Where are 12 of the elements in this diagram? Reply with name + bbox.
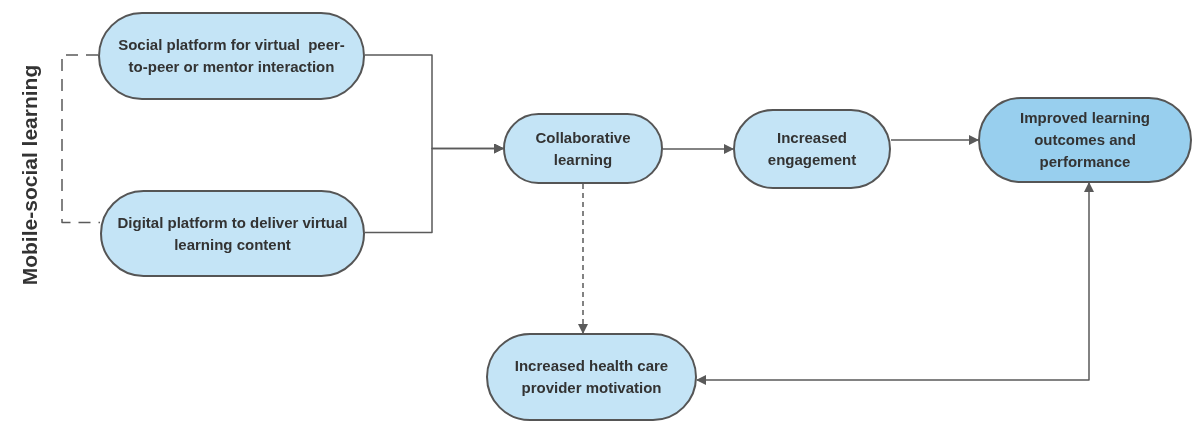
node-text: Increased engagement xyxy=(766,128,858,170)
node-text: Improved learning outcomes and performance xyxy=(1019,108,1151,172)
node-text: Collaborative learning xyxy=(534,127,632,170)
arrow xyxy=(578,183,588,334)
arrow xyxy=(696,182,1094,385)
arrow xyxy=(364,143,504,234)
arrow xyxy=(662,144,734,154)
side-label: Mobile-social learning xyxy=(17,64,43,286)
node-text: Digital platform to deliver virtual learning content xyxy=(116,212,349,255)
arrow xyxy=(890,135,979,145)
node-text: Increased health care provider motivation xyxy=(513,356,670,398)
node-text: Social platform for virtual peer-to-peer or mentor interaction xyxy=(117,35,346,77)
